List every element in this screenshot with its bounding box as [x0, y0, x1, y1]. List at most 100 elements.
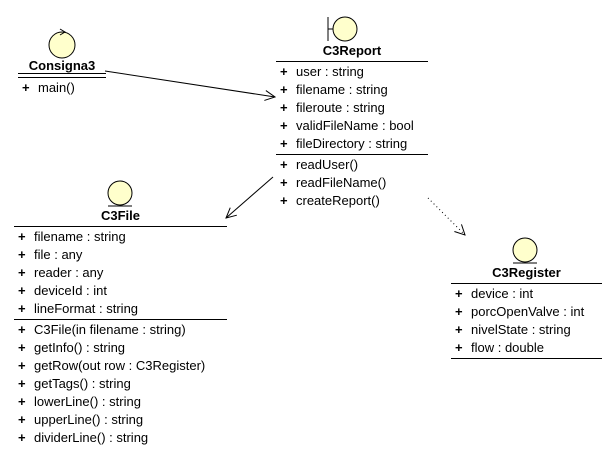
- operation-row[interactable]: + main(): [22, 79, 106, 97]
- visibility-marker: +: [22, 80, 30, 95]
- class-c3report[interactable]: C3Report + user : string + filename : stri…: [276, 43, 428, 211]
- visibility-marker: +: [280, 100, 288, 115]
- operation-row[interactable]: + getInfo() : string: [18, 339, 227, 357]
- attribute-row[interactable]: + validFileName : bool: [280, 117, 428, 135]
- operation-row[interactable]: + createReport(): [280, 192, 428, 210]
- attribute-label: reader : any: [34, 265, 104, 280]
- operation-row[interactable]: + C3File(in filename : string): [18, 321, 227, 339]
- visibility-marker: +: [18, 412, 26, 427]
- attribute-row[interactable]: + file : any: [18, 246, 227, 264]
- attribute-row[interactable]: + user : string: [280, 63, 428, 81]
- operation-label: getInfo() : string: [34, 340, 126, 355]
- attribute-label: fileDirectory : string: [296, 136, 408, 151]
- association-c3report-c3file: [226, 176, 274, 218]
- visibility-marker: +: [280, 82, 288, 97]
- operations-compartment: + main(): [18, 78, 106, 98]
- class-divider: [14, 319, 227, 320]
- operation-label: readFileName(): [296, 175, 387, 190]
- attribute-label: validFileName : bool: [296, 118, 414, 133]
- operation-label: upperLine() : string: [34, 412, 144, 427]
- attribute-label: lineFormat : string: [34, 301, 139, 316]
- class-name: C3Register: [492, 265, 561, 280]
- attribute-label: filename : string: [34, 229, 126, 244]
- attributes-compartment: + filename : string + file : any + reader :…: [14, 227, 227, 319]
- dependency-c3report-c3register: [427, 197, 465, 235]
- visibility-marker: +: [280, 64, 288, 79]
- operation-row[interactable]: + upperLine() : string: [18, 411, 227, 429]
- operation-label: getRow(out row : C3Register): [34, 358, 206, 373]
- attribute-row[interactable]: + fileDirectory : string: [280, 135, 428, 153]
- attribute-row[interactable]: + fileroute : string: [280, 99, 428, 117]
- attribute-label: device : int: [471, 286, 534, 301]
- class-c3register[interactable]: C3Register +device : int +porcOpenValve …: [451, 265, 602, 359]
- class-divider: [14, 226, 227, 227]
- visibility-marker: +: [280, 175, 288, 190]
- visibility-marker: +: [18, 265, 26, 280]
- visibility-marker: +: [280, 157, 288, 172]
- visibility-marker: +: [455, 322, 463, 337]
- attributes-compartment: + user : string + filename : string + filer…: [276, 62, 428, 154]
- class-c3file[interactable]: C3File + filename : string + file : any + r…: [14, 208, 227, 448]
- attribute-row[interactable]: + device : int: [455, 285, 602, 303]
- visibility-marker: +: [280, 118, 288, 133]
- entity-icon: [512, 237, 538, 264]
- operation-row[interactable]: + readUser(): [280, 156, 428, 174]
- operation-row[interactable]: + getRow(out row : C3Register): [18, 357, 227, 375]
- attribute-row[interactable]: + filename : string: [280, 81, 428, 99]
- control-icon: [48, 28, 76, 59]
- class-divider: [276, 154, 428, 155]
- attribute-label: file : any: [34, 247, 83, 262]
- attribute-label: nivelState : string: [471, 322, 571, 337]
- operation-label: main(): [38, 80, 75, 95]
- visibility-marker: +: [280, 136, 288, 151]
- visibility-marker: +: [18, 247, 26, 262]
- attributes-compartment: + device : int +porcOpenValve : int + nive…: [451, 284, 602, 358]
- attribute-row[interactable]: + filename : string: [18, 228, 227, 246]
- operation-label: dividerLine() : string: [34, 430, 149, 445]
- visibility-marker: +: [280, 193, 288, 208]
- visibility-marker: +: [18, 322, 26, 337]
- attribute-row[interactable]: + lineFormat : string: [18, 300, 227, 318]
- class-divider: [18, 73, 106, 78]
- operation-label: lowerLine() : string: [34, 394, 141, 409]
- visibility-marker: +: [18, 430, 26, 445]
- visibility-marker: +: [18, 301, 26, 316]
- attribute-row[interactable]: + deviceId : int: [18, 282, 227, 300]
- attribute-label: porcOpenValve : int: [471, 304, 585, 319]
- class-name: C3Report: [322, 43, 382, 58]
- operation-label: readUser(): [296, 157, 359, 172]
- visibility-marker: +: [18, 358, 26, 373]
- visibility-marker: +: [18, 283, 26, 298]
- association-consigna3-c3report: [104, 70, 275, 97]
- attribute-row[interactable]: + nivelState : string: [455, 321, 602, 339]
- boundary-icon: [327, 16, 358, 42]
- class-divider: [451, 283, 602, 284]
- attribute-label: user : string: [296, 64, 364, 79]
- operations-compartment: + C3File(in filename : string) + getInfo()…: [14, 320, 227, 448]
- attribute-row[interactable]: + reader : any: [18, 264, 227, 282]
- operation-row[interactable]: + lowerLine() : string: [18, 393, 227, 411]
- operation-label: C3File(in filename : string): [34, 322, 186, 337]
- operations-compartment: + readUser() + readFileName() + createRepor…: [276, 155, 428, 211]
- class-name: Consigna3: [28, 58, 96, 73]
- class-name: C3File: [100, 208, 140, 223]
- operation-row[interactable]: + getTags() : string: [18, 375, 227, 393]
- visibility-marker: +: [18, 340, 26, 355]
- operation-row[interactable]: + dividerLine() : string: [18, 429, 227, 447]
- operation-label: createReport(): [296, 193, 380, 208]
- entity-icon: [107, 180, 133, 207]
- attribute-row[interactable]: +porcOpenValve : int: [455, 303, 602, 321]
- attribute-label: fileroute : string: [296, 100, 385, 115]
- attribute-label: filename : string: [296, 82, 388, 97]
- attribute-label: deviceId : int: [34, 283, 107, 298]
- visibility-marker: +: [18, 394, 26, 409]
- operation-label: getTags() : string: [34, 376, 131, 391]
- visibility-marker: +: [455, 286, 463, 301]
- attribute-row[interactable]: +flow : double: [455, 339, 602, 357]
- operation-row[interactable]: + readFileName(): [280, 174, 428, 192]
- visibility-marker: +: [18, 376, 26, 391]
- class-consigna3[interactable]: Consigna3 + main(): [18, 58, 106, 98]
- visibility-marker: +: [18, 229, 26, 244]
- class-divider: [451, 358, 602, 359]
